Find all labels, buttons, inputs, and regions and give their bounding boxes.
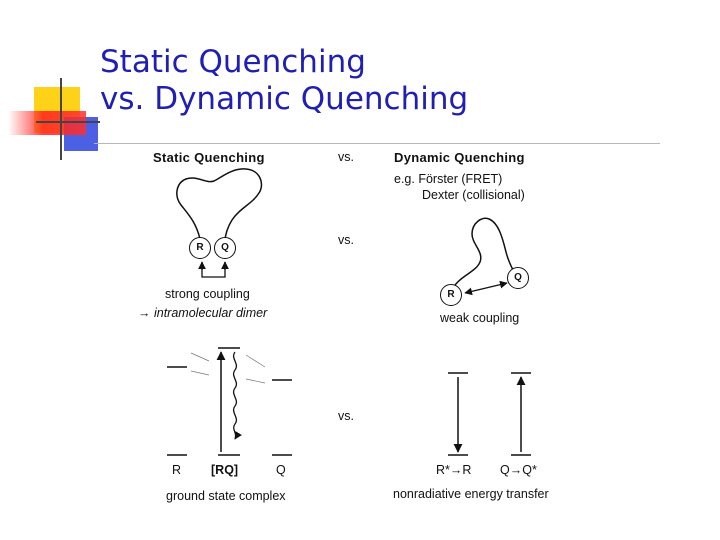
figure-top-rule [94,143,660,144]
static-annotation-mark-4 [245,378,266,384]
static-nonradiative-wavy-arrow [232,351,242,440]
static-annotation-mark-2 [190,370,210,376]
dynamic-caption-b: energy transfer [464,487,549,501]
slide-title: Static Quenching vs. Dynamic Quenching [100,44,468,118]
slide-title-line-1: Static Quenching [100,44,366,80]
vs-label-2: vs. [338,233,354,247]
logo-vertical-rule [60,78,62,160]
dynamic-heading: Dynamic Quenching [394,150,525,165]
static-node-r: R [189,237,211,259]
static-result-label: intramolecular dimer [153,306,268,320]
static-heading: Static Quenching [153,150,265,165]
dynamic-coupling-arrow [464,280,508,296]
static-caption-b: state complex [208,489,286,503]
dynamic-example-line-2: Dexter (collisional) [422,188,525,202]
dynamic-coupling-label: weak coupling [440,311,520,325]
logo-horizontal-rule [36,121,100,123]
dynamic-molecule-outline [452,217,514,289]
vs-label-3: vs. [338,409,354,423]
dynamic-node-r: R [440,284,462,306]
static-level-r-label: R [172,463,182,477]
logo-red-bar [8,111,86,135]
dynamic-example-line-1: e.g. Förster (FRET) [394,172,503,186]
dynamic-node-q: Q [507,267,529,289]
static-coupling-loop [201,262,226,278]
dynamic-caption-a: nonradiative [393,487,462,501]
static-annotation-mark-1 [190,352,210,362]
static-result-line: → intramolecular dimer [138,306,267,320]
static-level-rq-label: [RQ] [211,463,239,477]
static-node-q: Q [214,237,236,259]
vs-label-1: vs. [338,150,354,164]
dynamic-transition-r-label: R*→R [436,463,472,477]
static-coupling-label: strong coupling [165,287,250,301]
static-caption-a: ground [166,489,205,503]
static-molecule-outline [176,168,263,240]
dynamic-caption: nonradiative energy transfer [393,487,549,501]
slide-title-line-2: vs. Dynamic Quenching [100,81,469,117]
dynamic-transition-q-label: Q→Q* [500,463,537,477]
static-level-q-label: Q [276,463,286,477]
static-caption: ground state complex [166,489,286,503]
static-annotation-mark-3 [245,354,266,368]
static-result-arrow: → [138,306,151,320]
